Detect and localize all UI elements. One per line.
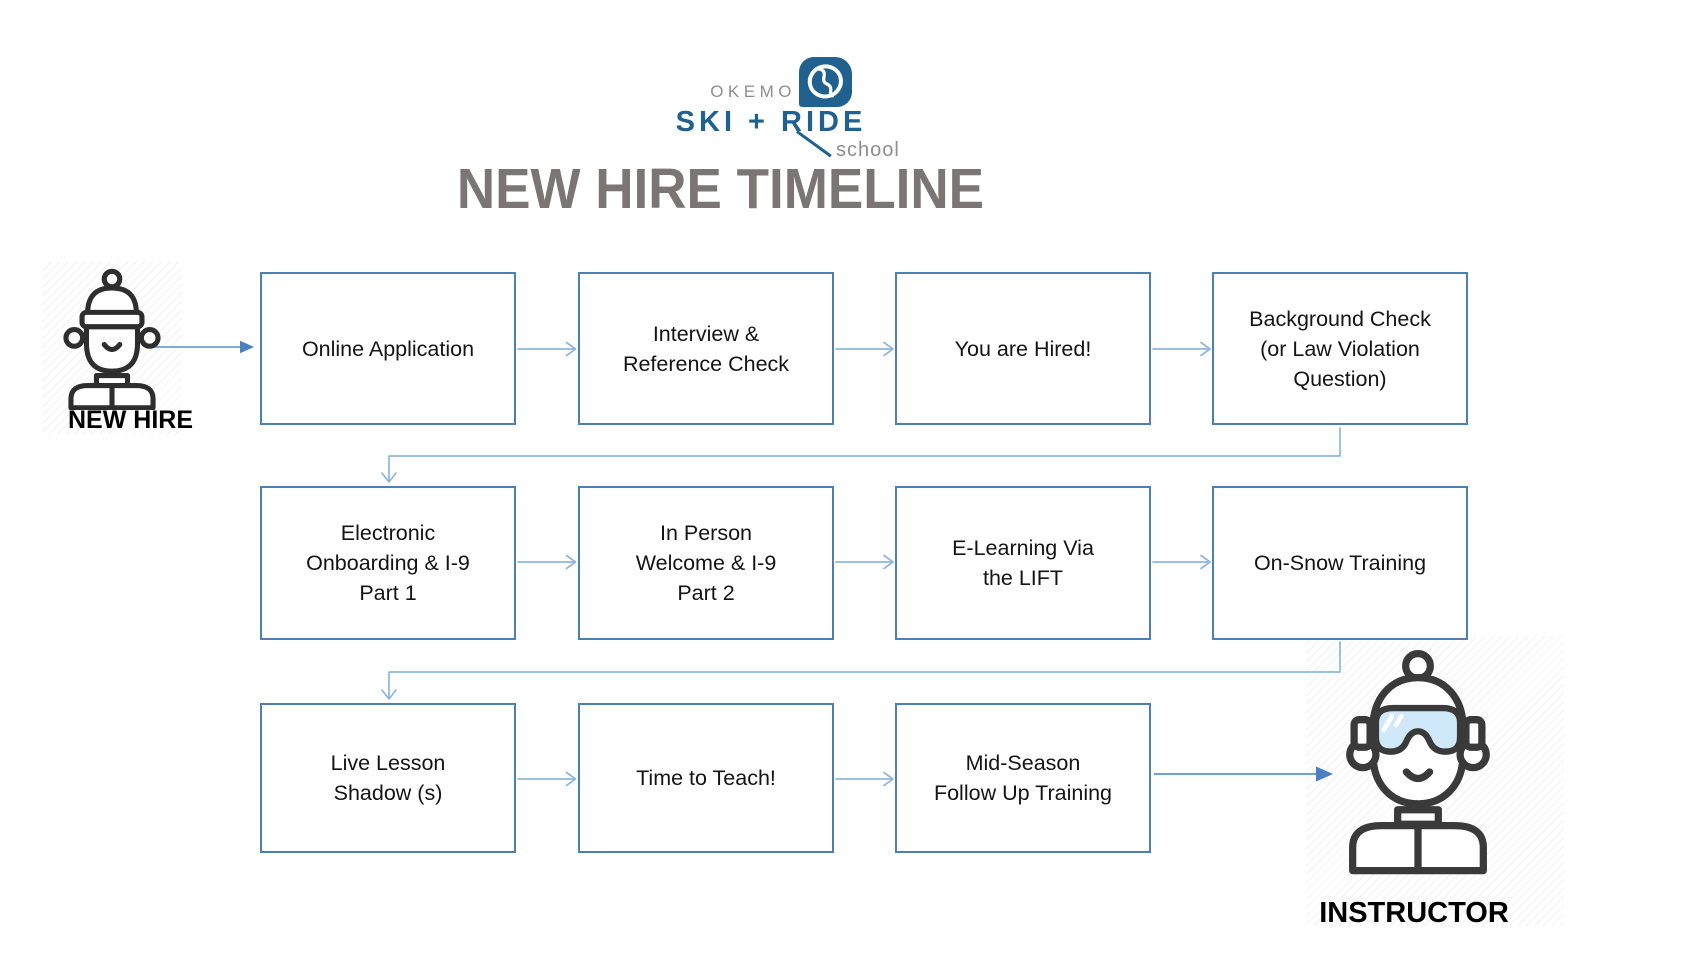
- instructor-label: INSTRUCTOR: [1319, 897, 1509, 929]
- arrow-hired-to-background: [1152, 341, 1211, 357]
- okemo-swirl-icon: [799, 57, 852, 107]
- arrow-shadow-to-teach: [517, 771, 577, 787]
- step-you-are-hired: You are Hired!: [895, 272, 1151, 425]
- step-live-lesson-shadow: Live Lesson Shadow (s): [260, 703, 516, 853]
- arrow-interview-to-hired: [835, 341, 894, 357]
- step-mid-season-followup: Mid-Season Follow Up Training: [895, 703, 1151, 853]
- step-elearning-lift: E-Learning Via the LIFT: [895, 486, 1151, 640]
- arrow-elearning-to-onsnow: [1152, 554, 1211, 570]
- step-in-person-welcome: In Person Welcome & I-9 Part 2: [578, 486, 834, 640]
- step-background-check: Background Check (or Law Violation Quest…: [1212, 272, 1468, 425]
- new-hire-icon: [63, 268, 161, 410]
- step-online-application: Online Application: [260, 272, 516, 425]
- logo-subtitle-text: school: [836, 139, 900, 161]
- step-electronic-onboarding: Electronic Onboarding & I-9 Part 1: [260, 486, 516, 640]
- arrow-online-to-interview: [517, 341, 577, 357]
- logo-brand-text: OKEMO: [710, 82, 796, 101]
- arrow-onboarding-to-welcome: [517, 554, 577, 570]
- new-hire-label: NEW HIRE: [68, 406, 193, 434]
- page-title: NEW HIRE TIMELINE: [456, 157, 984, 221]
- logo-product-text: SKI + RIDE: [675, 106, 867, 138]
- connector-background-to-onboarding: [381, 427, 1341, 483]
- step-interview-reference: Interview & Reference Check: [578, 272, 834, 425]
- step-time-to-teach: Time to Teach!: [578, 703, 834, 853]
- arrow-teach-to-midseason: [835, 771, 894, 787]
- connector-onsnow-to-shadow: [381, 641, 1341, 700]
- arrow-welcome-to-elearning: [835, 554, 894, 570]
- instructor-icon: [1346, 650, 1490, 875]
- step-on-snow-training: On-Snow Training: [1212, 486, 1468, 640]
